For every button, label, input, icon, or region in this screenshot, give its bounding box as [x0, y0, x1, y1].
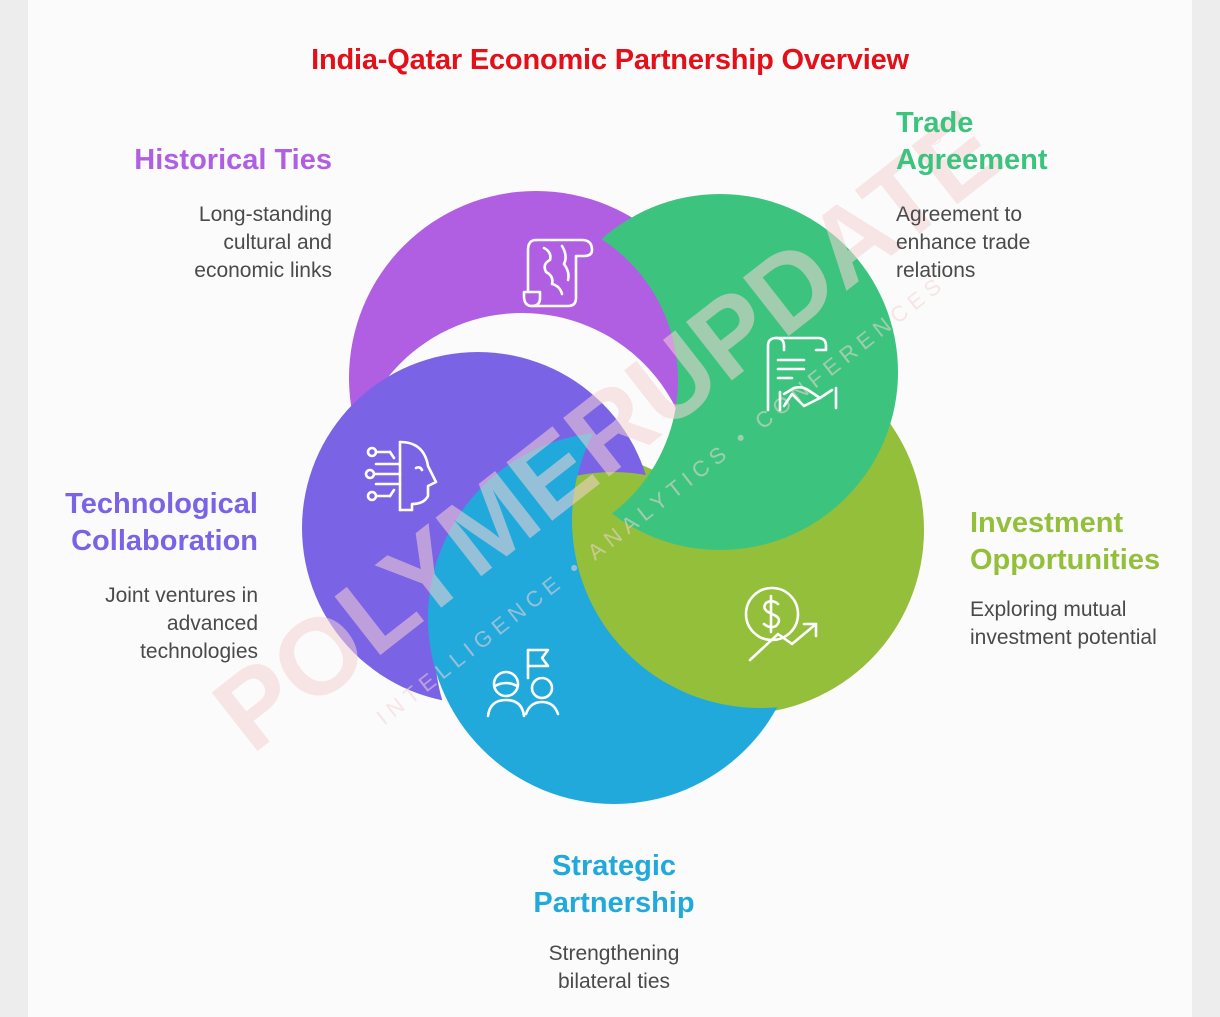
historical-ties-description-line-3: economic links — [194, 259, 332, 282]
dollar-growth-icon — [744, 586, 818, 662]
trade-agreement-heading-line-2: Agreement — [896, 144, 1048, 176]
investment-opportunities-description: Exploring mutual investment potential — [970, 596, 1210, 652]
strategic-partnership-heading: Strategic Partnership — [460, 848, 768, 922]
technological-collaboration-description: Joint ventures in advanced technologies — [30, 582, 258, 666]
historical-ties-description: Long-standing cultural and economic link… — [60, 201, 332, 285]
historical-ties-description-line-2: cultural and — [223, 231, 332, 254]
strategic-partnership-heading-line-2: Partnership — [533, 887, 695, 919]
petal-strategic — [428, 432, 800, 804]
trade-agreement-description: Agreement to enhance trade relations — [896, 201, 1176, 285]
strategic-partnership-description: Strengthening bilateral ties — [460, 940, 768, 996]
investment-opportunities-heading-line-2: Opportunities — [970, 544, 1161, 576]
technological-collaboration-heading: Technological Collaboration — [30, 486, 258, 560]
investment-opportunities-heading: Investment Opportunities — [970, 505, 1210, 579]
investment-opportunities-heading-line-1: Investment — [970, 507, 1124, 539]
diagram-title: India-Qatar Economic Partnership Overvie… — [311, 44, 909, 76]
technological-collaboration-heading-line-1: Technological — [65, 488, 258, 520]
technological-collaboration-description-line-1: Joint ventures in — [105, 584, 258, 607]
strategic-partnership-description-line-2: bilateral ties — [557, 970, 671, 993]
investment-opportunities-description-line-2: investment potential — [970, 626, 1157, 649]
trade-agreement-description-line-3: relations — [896, 259, 976, 282]
strategic-partnership-description-line-1: Strengthening — [548, 942, 680, 965]
investment-opportunities-description-line-1: Exploring mutual — [970, 598, 1127, 621]
technological-collaboration-description-line-2: advanced — [166, 612, 258, 635]
people-flag-icon — [486, 648, 560, 718]
scroll-map-icon — [522, 238, 594, 308]
contract-handshake-icon — [766, 336, 838, 412]
trade-agreement-description-line-2: enhance trade — [896, 231, 1031, 254]
technological-collaboration-heading-line-2: Collaboration — [71, 525, 258, 557]
technological-collaboration-description-line-3: technologies — [140, 640, 258, 663]
ai-head-icon — [364, 440, 438, 512]
strategic-partnership-heading-line-1: Strategic — [551, 850, 677, 882]
trade-agreement-heading-line-1: Trade — [896, 107, 974, 139]
historical-ties-heading: Historical Ties — [60, 142, 332, 179]
historical-ties-description-line-1: Long-standing — [198, 203, 332, 226]
trade-agreement-description-line-1: Agreement to — [896, 203, 1023, 226]
trade-agreement-heading: Trade Agreement — [896, 105, 1176, 179]
historical-ties-heading-line-1: Historical Ties — [134, 144, 332, 176]
